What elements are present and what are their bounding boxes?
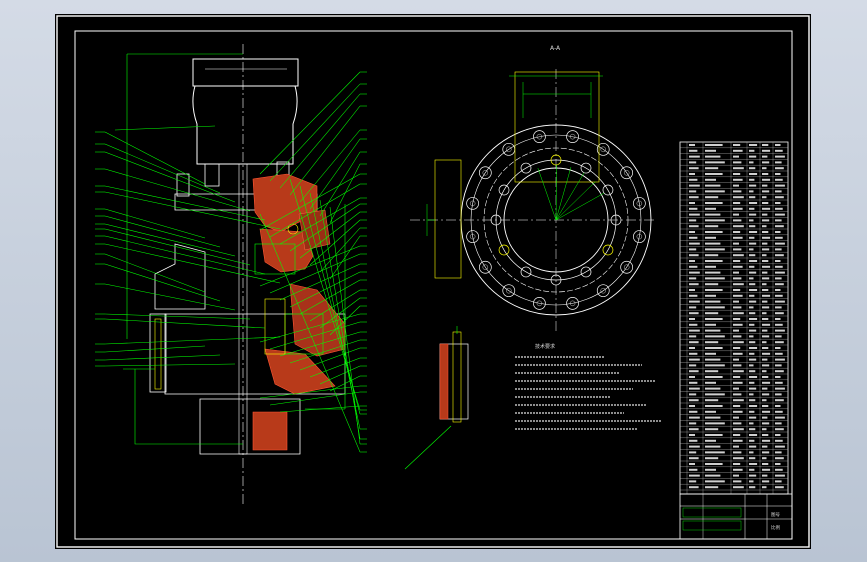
- leader-lines: [95, 71, 367, 453]
- flange-view: A-A: [410, 45, 655, 334]
- notes-title: 技术要求: [535, 343, 555, 350]
- inner-border: [74, 30, 793, 540]
- sheet-mark: 图号: [771, 512, 780, 518]
- engineering-drawing: A-A 技术要求 图号 比例: [56, 15, 810, 548]
- scale-mark: 比例: [771, 524, 780, 531]
- view-title: A-A: [550, 45, 561, 52]
- title-block: 图号 比例: [679, 493, 793, 540]
- detail-view: [404, 326, 469, 470]
- outer-border: [56, 15, 810, 548]
- technical-notes: 技术要求: [515, 343, 661, 430]
- section-view: [123, 44, 346, 504]
- cad-viewport[interactable]: A-A 技术要求 图号 比例: [55, 14, 811, 549]
- parts-list: [679, 141, 789, 495]
